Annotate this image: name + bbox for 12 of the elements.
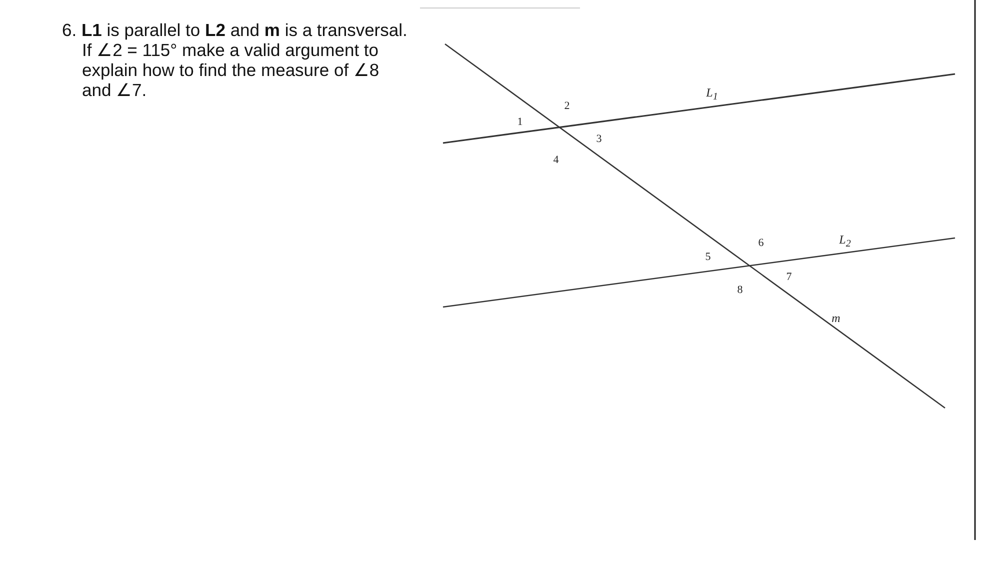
angle-label: 1 (517, 116, 523, 128)
line-label: L$_{2}$ (839, 233, 851, 251)
angle-label: 4 (553, 154, 559, 166)
angle-label: 6 (758, 237, 764, 249)
question-text: 6. L1 is parallel to L2 and m is a transversal. If ∠2 = 115° make a valid argument to explain how to find the measure of ∠8 and ∠7. (62, 20, 408, 100)
angle-label: 5 (705, 251, 711, 263)
line-label: L$_{1}$ (706, 86, 718, 104)
angle-label: 8 (737, 284, 743, 296)
angle-label: 7 (786, 271, 792, 283)
angle-label: 3 (596, 133, 602, 145)
line-label: m (832, 312, 840, 324)
angle-label: 2 (564, 100, 570, 112)
